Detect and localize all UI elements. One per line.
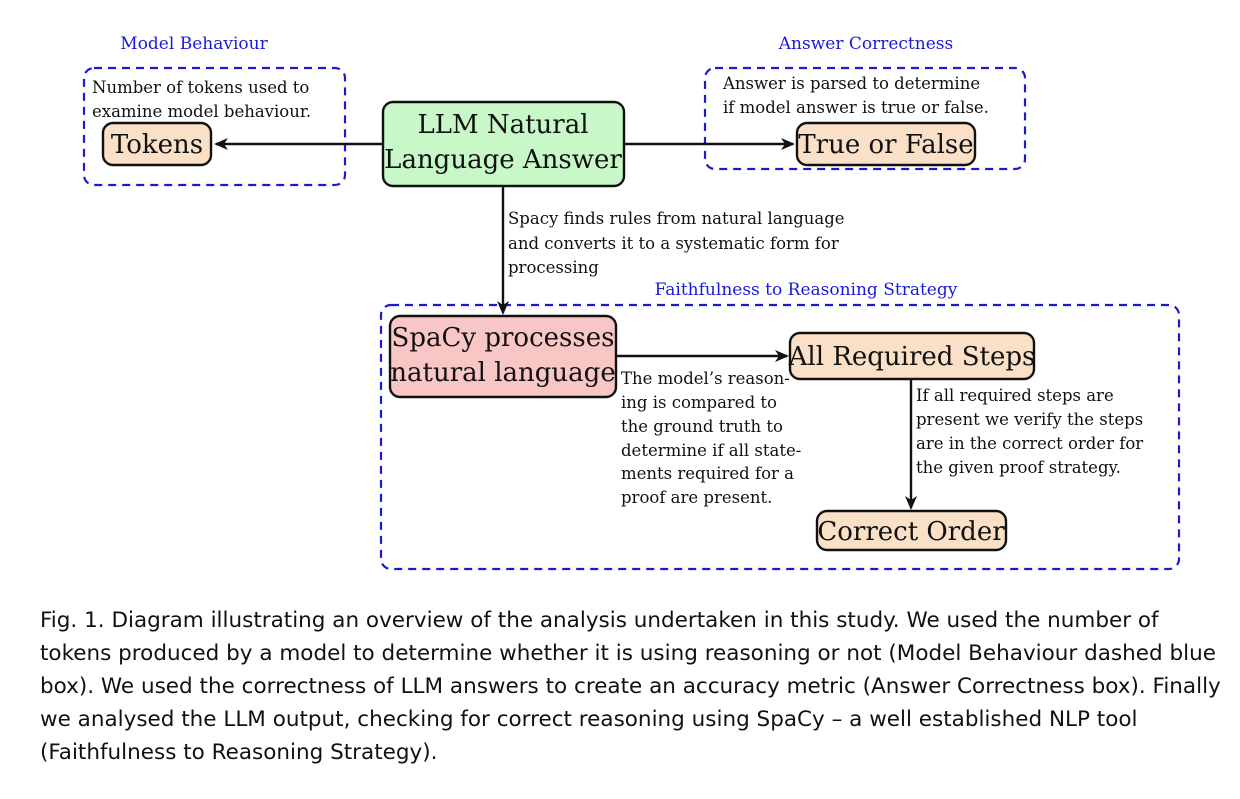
node-true-false-label: True or False: [798, 130, 973, 160]
node-true-false-box: [795, 121, 977, 167]
order-edge-label-line-3: are in the correct order for: [916, 434, 1143, 453]
figure-caption: Fig. 1. Diagram illustrating an overview…: [40, 608, 1221, 765]
compare-edge-label-line-3: the ground truth to: [621, 417, 783, 436]
compare-edge-label-line-5: ments required for a: [621, 464, 794, 483]
node-llm-answer-box: [381, 100, 626, 188]
region-model-behaviour: [82, 66, 347, 187]
node-tokens: Tokens: [101, 121, 213, 167]
answer-correctness-note-line-2: if model answer is true or false.: [723, 98, 989, 117]
compare-edge-label-line-1: The model’s reason-: [621, 369, 790, 388]
analysis-overview-diagram: Model Behaviour Number of tokens used to…: [82, 34, 1181, 571]
node-spacy-line-2: natural language: [390, 358, 615, 388]
node-llm-answer-line-1: LLM Natural: [417, 110, 588, 140]
compare-edge-label-line-2: ing is compared to: [621, 393, 777, 412]
region-faithfulness: [379, 303, 1181, 571]
model-behaviour-note-line-1: Number of tokens used to: [92, 78, 309, 97]
region-label-faithfulness: Faithfulness to Reasoning Strategy: [655, 280, 958, 300]
spacy-edge-label-line-2: and converts it to a systematic form for: [508, 234, 839, 253]
node-true-false: True or False: [795, 121, 977, 167]
node-correct-order: Correct Order: [815, 509, 1008, 552]
node-required-steps-label: All Required Steps: [788, 342, 1036, 372]
node-spacy-line-1: SpaCy processes: [392, 323, 615, 353]
compare-edge-label-line-4: determine if all state-: [621, 441, 801, 460]
node-correct-order-box: [815, 509, 1008, 552]
region-label-model-behaviour: Model Behaviour: [120, 34, 268, 54]
region-label-answer-correctness: Answer Correctness: [778, 34, 953, 54]
node-llm-answer: LLM Natural Language Answer: [381, 100, 626, 188]
answer-correctness-note-line-1: Answer is parsed to determine: [722, 74, 980, 93]
compare-edge-label-line-6: proof are present.: [621, 488, 772, 507]
node-required-steps-box: [788, 331, 1036, 381]
spacy-edge-label-line-1: Spacy finds rules from natural language: [508, 209, 845, 228]
node-tokens-label: Tokens: [111, 130, 203, 160]
order-edge-label-line-2: present we verify the steps: [916, 410, 1143, 429]
model-behaviour-note-line-2: examine model behaviour.: [92, 102, 311, 121]
spacy-edge-label-line-3: processing: [508, 258, 599, 277]
node-correct-order-label: Correct Order: [817, 517, 1005, 547]
order-edge-label-line-1: If all required steps are: [916, 386, 1114, 405]
region-answer-correctness: [703, 66, 1027, 171]
node-llm-answer-line-2: Language Answer: [384, 145, 622, 175]
node-spacy: SpaCy processes natural language: [388, 314, 618, 399]
node-required-steps: All Required Steps: [788, 331, 1036, 381]
node-spacy-box: [388, 314, 618, 399]
node-tokens-box: [101, 121, 213, 167]
order-edge-label-line-4: the given proof strategy.: [916, 458, 1121, 477]
